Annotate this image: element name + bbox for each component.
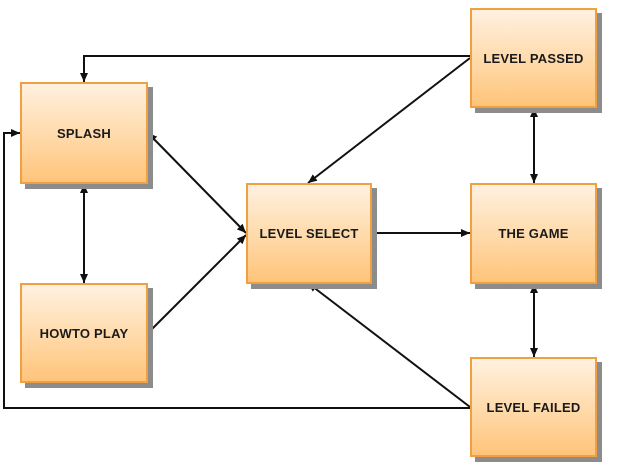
node-splash: SPLASH [20,82,148,184]
node-level-failed: LEVEL FAILED [470,357,597,457]
node-splash-label: SPLASH [57,125,111,141]
arrow-how-to-play-to-level-select [147,234,247,334]
node-how-to-play-label: HOWTO PLAY [39,325,129,341]
node-how-to-play: HOWTO PLAY [20,283,148,383]
node-level-passed: LEVEL PASSED [470,8,597,108]
node-level-passed-label: LEVEL PASSED [483,50,584,66]
arrow-level-passed-to-splash [80,55,470,82]
node-the-game-label: THE GAME [498,226,569,241]
arrow-level-failed-to-level-select [307,282,471,408]
node-level-failed-label: LEVEL FAILED [486,399,581,415]
node-level-select-label: LEVEL SELECT [259,226,359,241]
arrow-splash-level-select [147,132,247,234]
arrow-level-failed-to-splash [3,129,470,409]
node-the-game: THE GAME [470,183,597,284]
node-level-select: LEVEL SELECT [246,183,372,284]
arrow-level-passed-to-level-select [307,57,471,184]
